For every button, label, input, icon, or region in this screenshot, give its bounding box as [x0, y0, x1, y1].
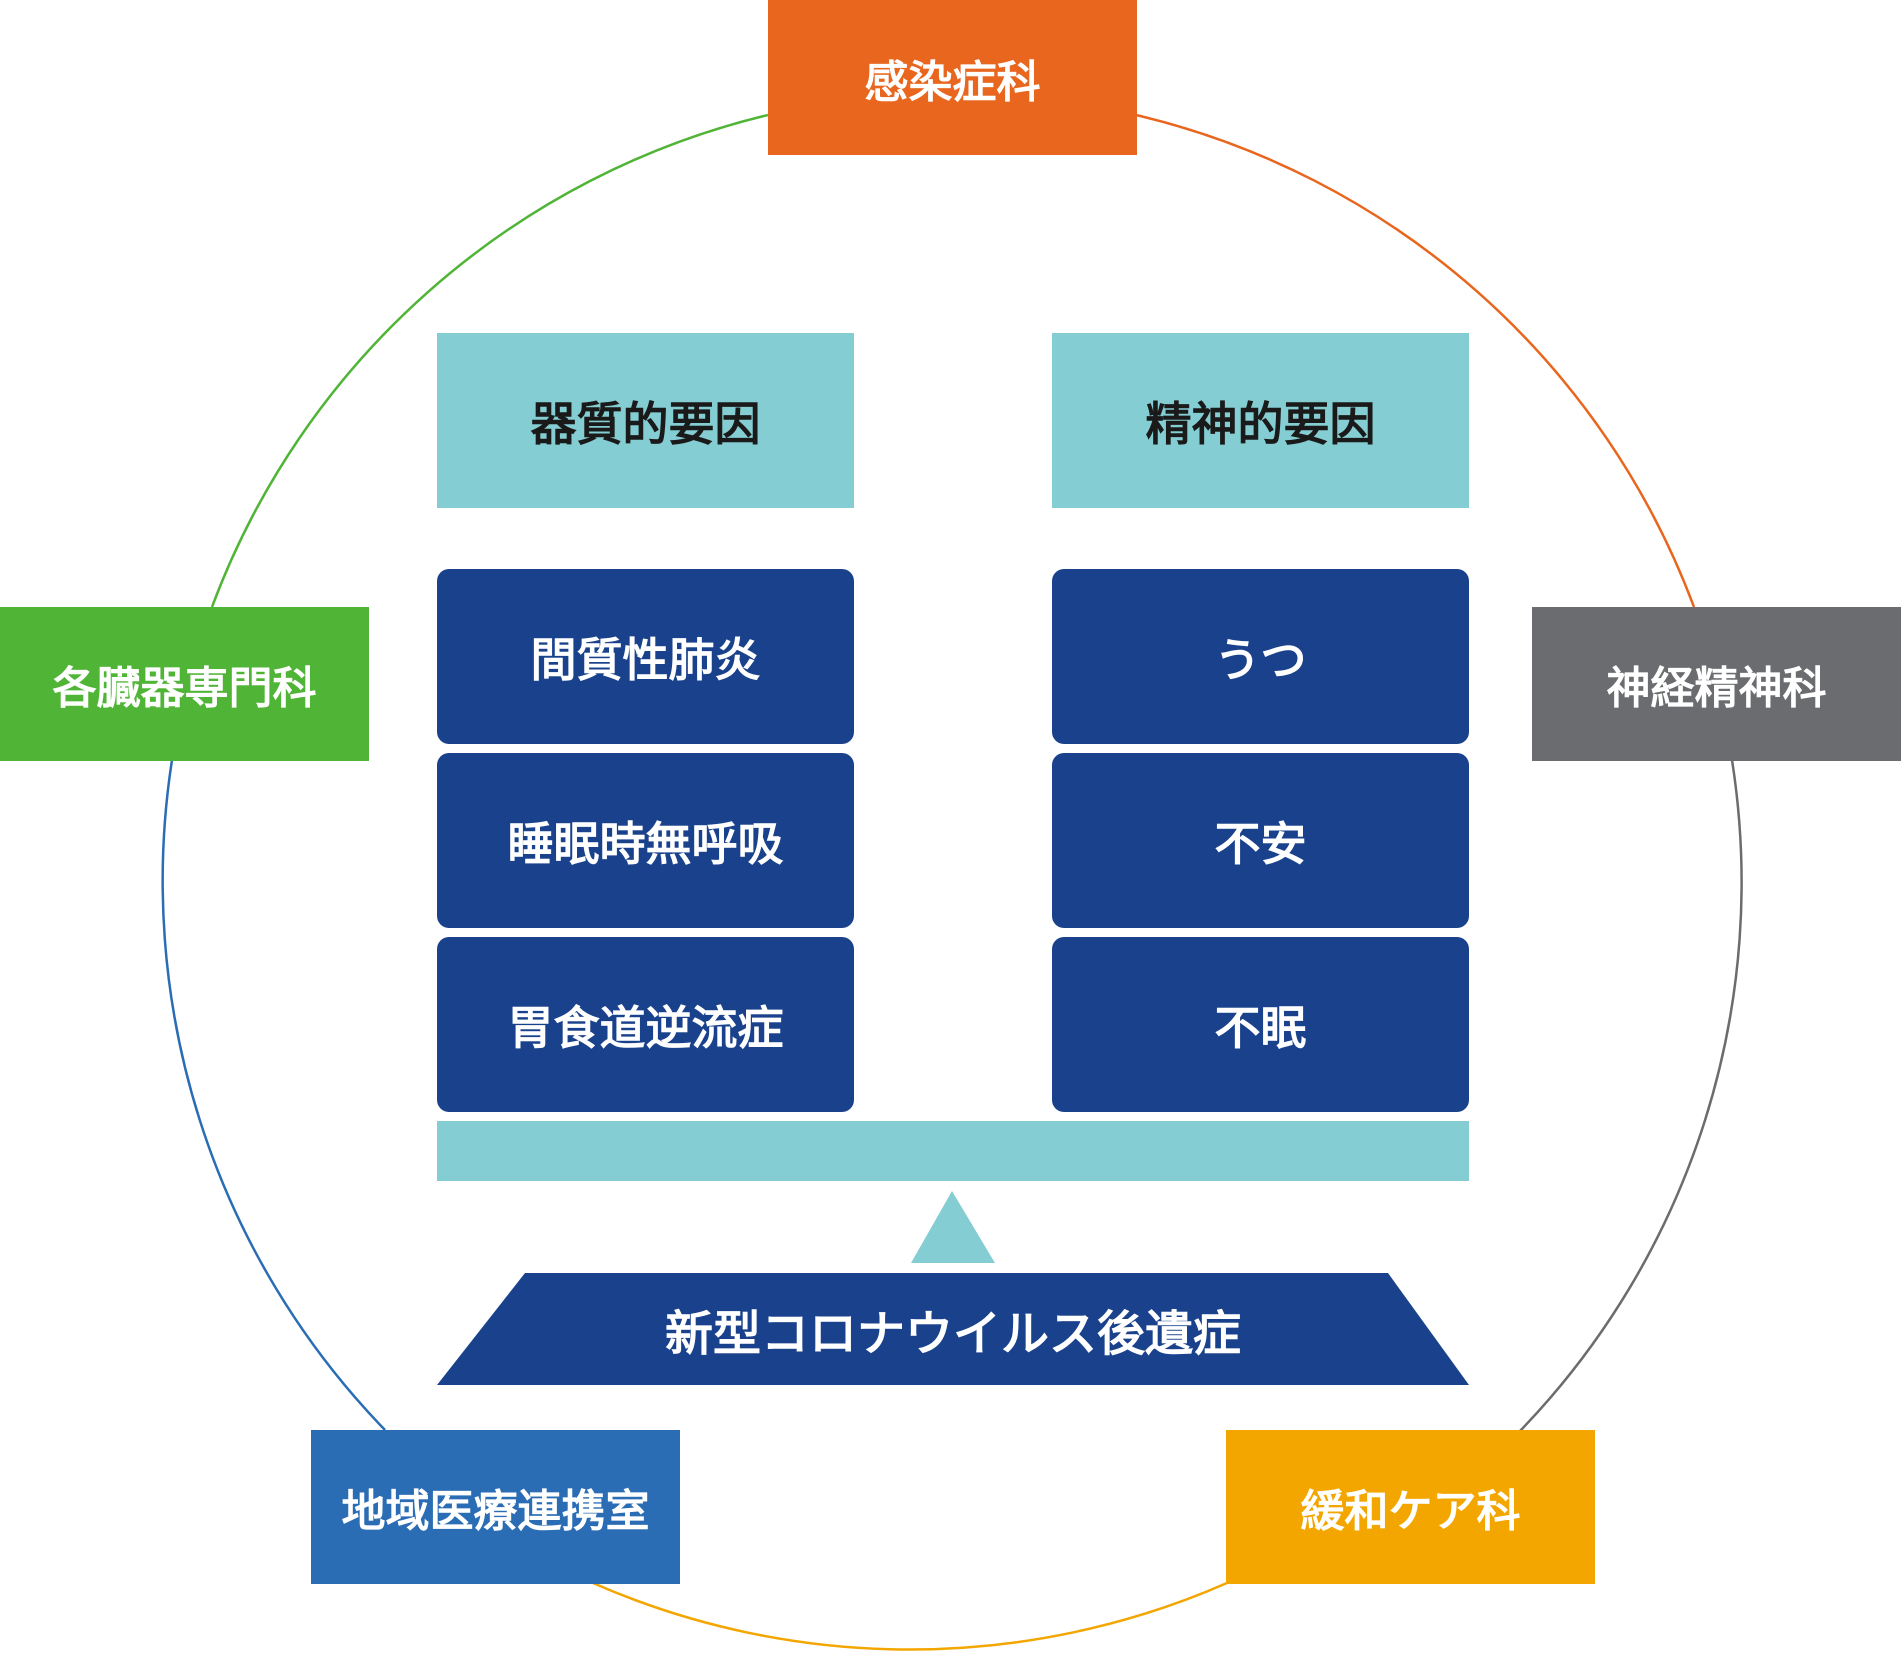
organic-header-label: 器質的要因: [530, 396, 761, 451]
dept-neuropsychiatry: 神経精神科: [1532, 607, 1901, 761]
mental-item-2: 不安: [1052, 753, 1469, 928]
dept-regional-label: 地域医療連携室: [341, 1486, 650, 1537]
arc-infection-neuro: [1135, 113, 1696, 608]
arc-organ-infection: [210, 113, 769, 608]
dept-neuro-label: 神経精神科: [1606, 663, 1827, 714]
dept-palliative-label: 緩和ケア科: [1300, 1486, 1521, 1537]
organic-item-label: 睡眠時無呼吸: [507, 816, 784, 871]
base-label-text: 新型コロナウイルス後遺症: [664, 1306, 1241, 1362]
organic-item-2: 睡眠時無呼吸: [437, 753, 854, 928]
dept-palliative-care: 緩和ケア科: [1226, 1430, 1595, 1584]
arc-palliative-regional: [592, 1581, 1228, 1651]
organic-item-label: 間質性肺炎: [530, 632, 761, 687]
dept-organ-specialist: 各臓器専門科: [0, 607, 369, 761]
organic-item-1: 間質性肺炎: [437, 569, 854, 744]
mental-item-label: 不眠: [1214, 1000, 1307, 1055]
mental-item-label: 不安: [1214, 816, 1307, 871]
organic-factors-header: 器質的要因: [437, 333, 854, 508]
dept-infection-label: 感染症科: [864, 56, 1041, 108]
mental-item-label: うつ: [1214, 632, 1307, 687]
mental-factors-header: 精神的要因: [1052, 333, 1469, 508]
mental-header-label: 精神的要因: [1145, 396, 1376, 451]
fulcrum-triangle: [911, 1191, 995, 1263]
base-label: 新型コロナウイルス後遺症: [437, 1273, 1469, 1385]
balance-beam: [437, 1121, 1469, 1181]
dept-regional-liaison: 地域医療連携室: [311, 1430, 680, 1584]
dept-organ-label: 各臓器専門科: [52, 663, 317, 714]
dept-infection: 感染症科: [768, 0, 1137, 155]
arc-neuro-palliative: [1519, 759, 1743, 1432]
mental-item-1: うつ: [1052, 569, 1469, 744]
arc-regional-organ: [161, 759, 386, 1431]
organic-item-label: 胃食道逆流症: [507, 1000, 784, 1055]
base-trapezoid: [437, 1273, 1469, 1385]
organic-item-3: 胃食道逆流症: [437, 937, 854, 1112]
mental-item-3: 不眠: [1052, 937, 1469, 1112]
